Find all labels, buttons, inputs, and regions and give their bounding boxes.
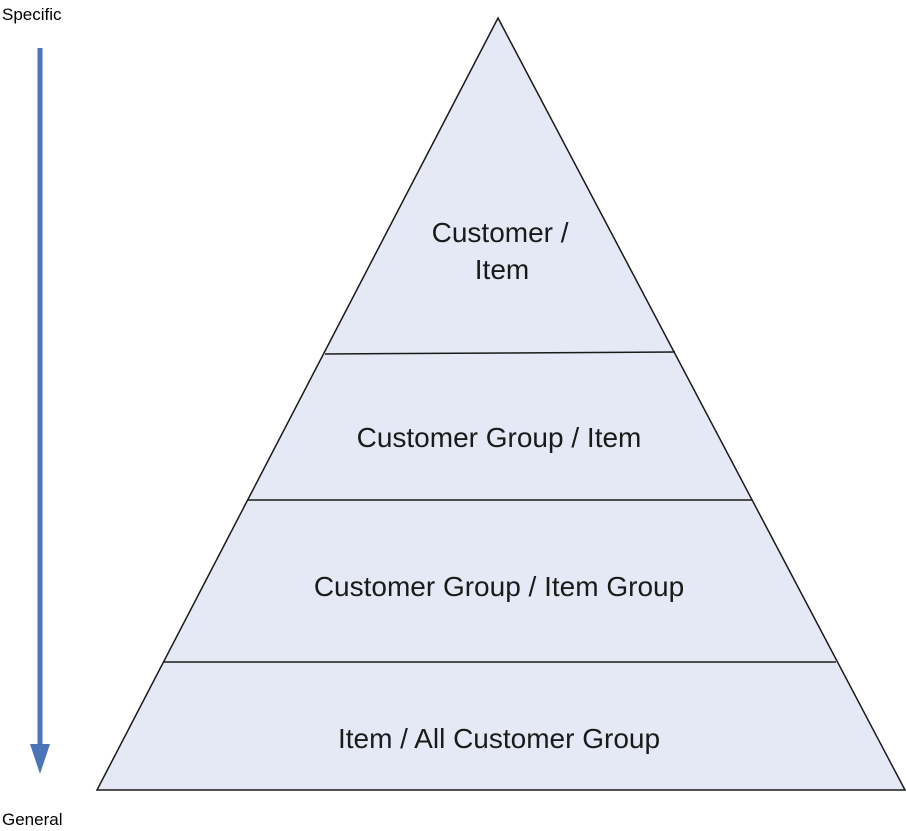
tier-2-label: Customer Group / Item: [357, 422, 642, 453]
specific-label: Specific: [2, 5, 62, 24]
tier-1-line-2: Item: [475, 254, 529, 285]
tier-4-label: Item / All Customer Group: [338, 723, 660, 754]
pyramid-triangle: [95, 16, 906, 791]
tier-2-line-1: Customer Group / Item: [357, 422, 642, 453]
tier-1-label: Customer / Item: [432, 217, 577, 285]
specificity-arrow-head: [30, 744, 50, 774]
general-label: General: [2, 810, 63, 829]
tier-4-line-1: Item / All Customer Group: [338, 723, 660, 754]
tier-divider: [324, 351, 676, 355]
tier-3-line-1: Customer Group / Item Group: [314, 571, 684, 602]
tier-1-line-1: Customer /: [432, 217, 569, 248]
tier-3-label: Customer Group / Item Group: [314, 571, 684, 602]
